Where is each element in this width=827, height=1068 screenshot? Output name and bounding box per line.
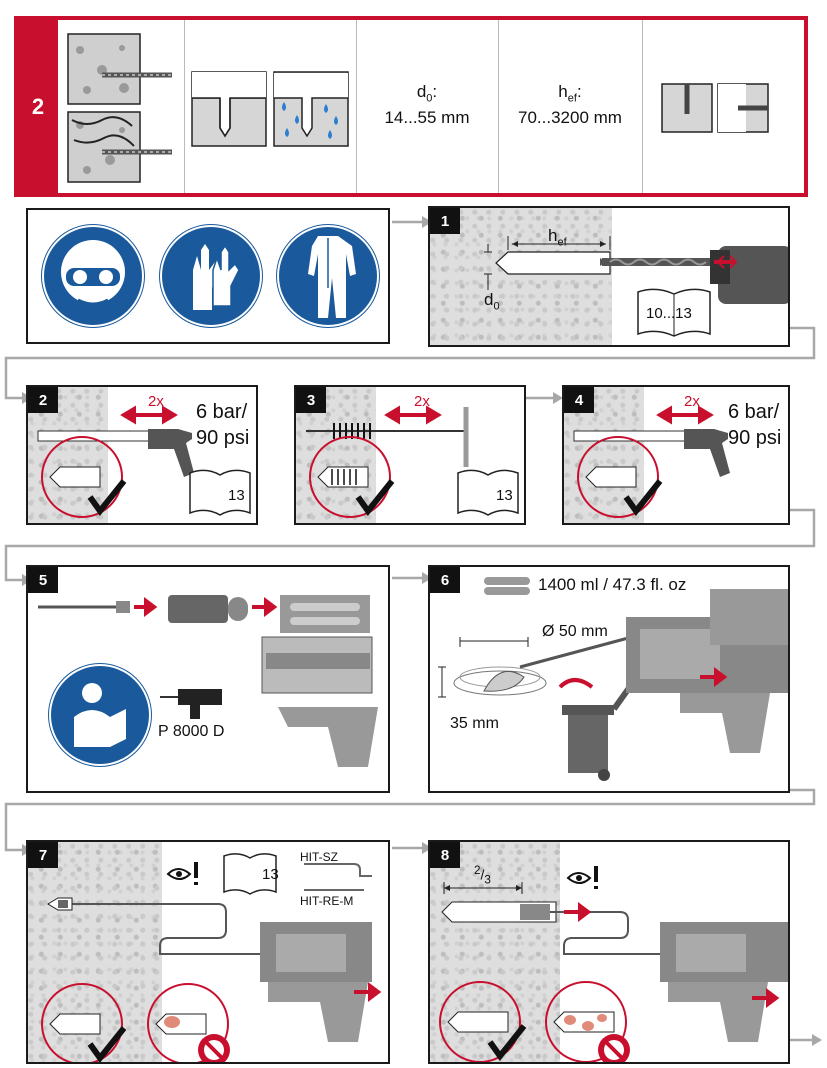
diameter-cell: d0: 14...55 mm — [356, 20, 499, 193]
pressure-psi: 90 psi — [196, 427, 250, 449]
cartridge-setup-illustration — [38, 595, 378, 767]
installation-direction-cell — [642, 20, 808, 193]
step-5-panel: 5 P 8000 D — [26, 565, 390, 793]
step-6-number: 6 — [430, 567, 460, 593]
pressure-bar: 6 bar/ — [196, 401, 248, 423]
hef-text: h — [548, 226, 558, 245]
repeat-count: 2x — [684, 393, 700, 410]
pressure-psi: 90 psi — [728, 427, 782, 449]
diameter-label-wrap: d0: — [416, 82, 438, 105]
attach-mixer-illustration — [41, 853, 382, 1062]
cartridge-volume: 1400 ml / 47.3 fl. oz — [538, 575, 687, 594]
d0-label: d0 — [484, 290, 500, 312]
d0-text: d — [484, 290, 494, 309]
step-1-panel: 1 hef d0 10...13 — [428, 206, 790, 347]
bead-height: 35 mm — [450, 715, 499, 732]
cracked-concrete-icon — [67, 33, 172, 183]
step-2-panel: 2 2x 6 bar/ 90 psi 13 — [26, 385, 258, 525]
repeat-count: 2x — [148, 393, 164, 410]
manual-page-ref: 13 — [262, 866, 279, 883]
concrete-type-cell — [62, 20, 185, 193]
drilling-illustration — [484, 236, 788, 337]
step-7-number: 7 — [28, 842, 58, 868]
manual-page-ref: 10...13 — [646, 305, 692, 322]
header-step-badge: 2 — [18, 20, 58, 193]
step-7-panel: 7 13 HIT-SZ HIT-RE-M — [26, 840, 390, 1064]
hef-label: hef — [548, 226, 567, 248]
mixer-hit-re-m: HIT-RE-M — [300, 894, 354, 908]
bead-diameter: Ø 50 mm — [542, 623, 608, 640]
dispenser-model: P 8000 D — [158, 723, 225, 740]
depth-value: 70...3200 mm — [518, 108, 622, 127]
step-1-number: 1 — [430, 208, 460, 234]
fraction-numerator: 2 — [474, 864, 481, 877]
concrete-block — [28, 842, 162, 1062]
hole-condition-cell — [184, 20, 357, 193]
manual-page-ref: 13 — [228, 487, 245, 504]
eye-protection-icon — [41, 224, 145, 328]
blow-clean-illustration — [37, 405, 251, 518]
manual-page-ref: 13 — [496, 487, 513, 504]
direction-icon — [661, 83, 769, 133]
step-8-panel: 8 2/3 — [428, 840, 790, 1064]
d0-sub: 0 — [493, 300, 500, 313]
safety-equipment-panel — [26, 208, 390, 344]
inject-mortar-illustration — [439, 866, 788, 1062]
step-6-panel: 6 1400 ml / 47.3 fl. oz Ø 50 mm 35 mm — [428, 565, 790, 793]
brush-clean-illustration — [306, 405, 519, 518]
depth-label-wrap: hef: — [558, 82, 582, 105]
hef-sub: ef — [557, 236, 567, 249]
step-5-number: 5 — [28, 567, 58, 593]
fill-fraction: 2/3 — [474, 864, 491, 887]
blow-clean-illustration — [573, 405, 730, 518]
step-3-panel: 3 2x 13 — [294, 385, 526, 525]
safety-icons — [41, 224, 380, 328]
concrete-block — [430, 208, 612, 345]
discard-initial-mortar-illustration — [438, 577, 788, 781]
step-4-panel: 4 2x 6 bar/ 90 psi — [562, 385, 790, 525]
repeat-count: 2x — [414, 393, 430, 410]
step-4-number: 4 — [564, 387, 594, 413]
protective-clothing-icon — [276, 224, 380, 328]
step-8-number: 8 — [430, 842, 460, 868]
depth-sub: ef — [567, 92, 577, 105]
dry-wet-hole-icon — [191, 71, 349, 147]
header-step-number: 2 — [31, 93, 45, 119]
mixer-hit-sz: HIT-SZ — [300, 850, 338, 864]
depth-label: h — [558, 82, 568, 101]
step-3-number: 3 — [296, 387, 326, 413]
depth-cell: hef: 70...3200 mm — [498, 20, 643, 193]
gloves-icon — [159, 224, 263, 328]
diameter-sub: 0 — [426, 92, 433, 105]
diameter-value: 14...55 mm — [384, 108, 470, 127]
fraction-denominator: 3 — [484, 873, 491, 887]
diameter-label: d — [416, 82, 427, 101]
pressure-bar: 6 bar/ — [728, 401, 780, 423]
header-strip: 2 d0: 14...55 — [14, 16, 808, 197]
step-2-number: 2 — [28, 387, 58, 413]
